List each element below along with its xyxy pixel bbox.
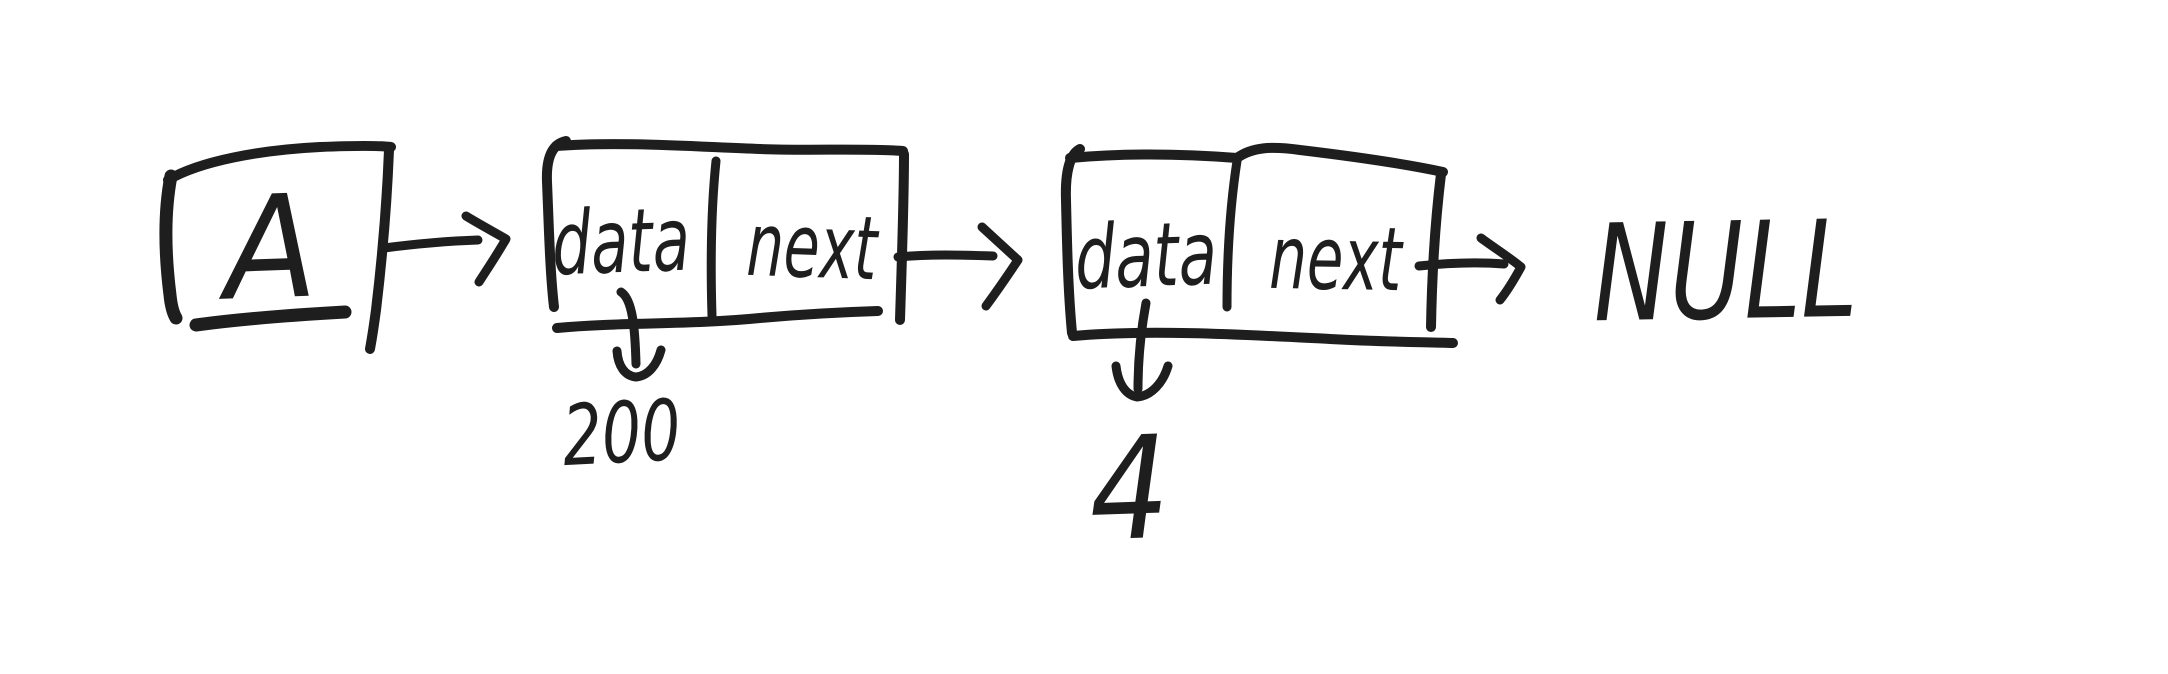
arrow-head-to-node1-icon xyxy=(379,211,511,287)
head-box-bottom-edge xyxy=(189,305,352,332)
head-box-left-edge xyxy=(159,169,183,325)
arrow-head xyxy=(1111,361,1173,402)
node1-value-arrow-icon xyxy=(612,287,666,382)
arrow-shaft xyxy=(616,287,641,369)
node2-top-edge xyxy=(1065,142,1448,177)
arrow-shaft xyxy=(1133,298,1151,394)
node2-box: data next xyxy=(1060,142,1458,348)
node1-data-value: 200 xyxy=(560,381,683,485)
node1-bottom-edge xyxy=(552,306,883,333)
arrow-head xyxy=(461,211,511,287)
arrow-shaft xyxy=(1414,258,1509,271)
node2-next-label: next xyxy=(1269,206,1405,311)
node1-right-edge xyxy=(895,149,909,325)
arrow-node1-to-node2-icon xyxy=(893,222,1023,311)
null-terminator-label: NULL xyxy=(1592,192,1859,353)
head-box-top-edge xyxy=(163,140,396,185)
node2-data-value: 4 xyxy=(1086,406,1172,574)
node2-bottom-edge xyxy=(1068,327,1458,348)
node1-top-edge xyxy=(551,139,908,156)
arrow-head xyxy=(977,222,1023,311)
node1-next-label: next xyxy=(745,193,881,301)
arrow-head xyxy=(612,345,666,382)
arrow-node2-to-null-icon xyxy=(1414,233,1526,305)
arrow-shaft xyxy=(379,235,483,253)
node2-value-arrow-icon xyxy=(1111,298,1173,402)
node2-data-label: data xyxy=(1073,202,1219,310)
node2-right-edge xyxy=(1426,169,1446,332)
arrow-shaft xyxy=(893,250,998,262)
head-pointer-label: A xyxy=(214,164,319,332)
node1-cell-divider xyxy=(706,156,721,321)
head-box-right-edge xyxy=(365,145,394,354)
node1-data-label: data xyxy=(550,188,692,296)
node1-box: data next xyxy=(541,136,909,333)
head-pointer-box: A xyxy=(159,140,396,354)
node2-cell-divider xyxy=(1222,156,1242,312)
arrow-head xyxy=(1476,233,1526,305)
